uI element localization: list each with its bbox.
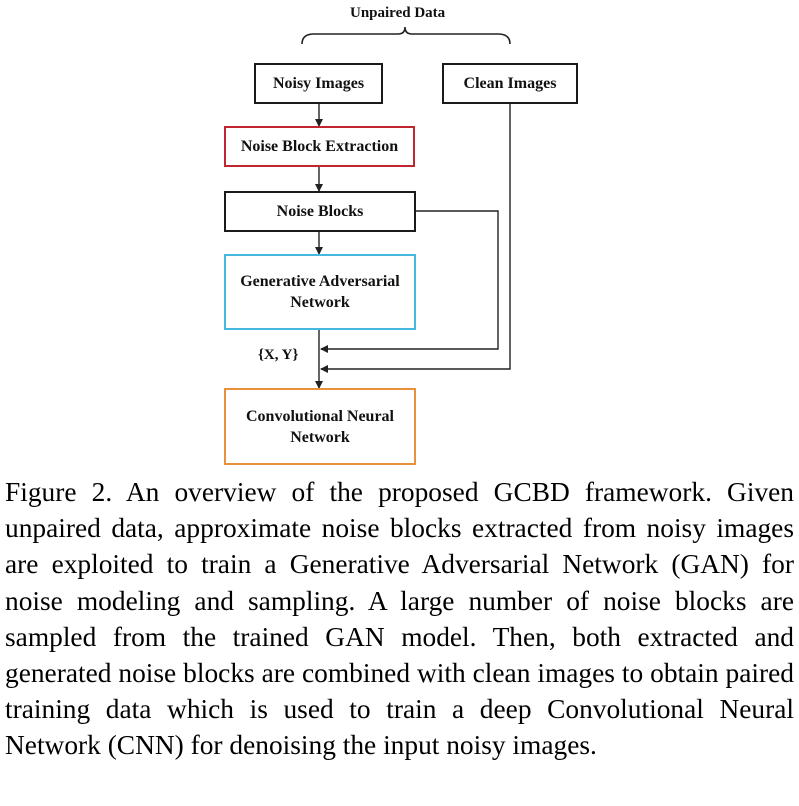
figure-caption: Figure 2. An overview of the proposed GC…	[5, 477, 794, 761]
noisy-images-box: Noisy Images	[254, 63, 383, 104]
diagram-connectors	[301, 26, 511, 389]
gan-box: Generative Adversarial Network	[224, 254, 416, 330]
unpaired-data-brace	[301, 26, 511, 45]
pair-label: {X, Y}	[258, 347, 299, 363]
cnn-box: Convolutional Neural Network	[224, 388, 416, 465]
noise-block-extraction-box: Noise Block Extraction	[224, 126, 415, 167]
noise-blocks-box: Noise Blocks	[224, 191, 416, 232]
arrow-blocks-bypass	[320, 210, 499, 353]
framework-diagram: Unpaired Data Noisy Images Clean Images …	[224, 5, 578, 465]
unpaired-data-label: Unpaired Data	[350, 5, 446, 21]
clean-images-box: Clean Images	[442, 63, 578, 104]
arrow-clean-to-pair	[320, 104, 511, 373]
